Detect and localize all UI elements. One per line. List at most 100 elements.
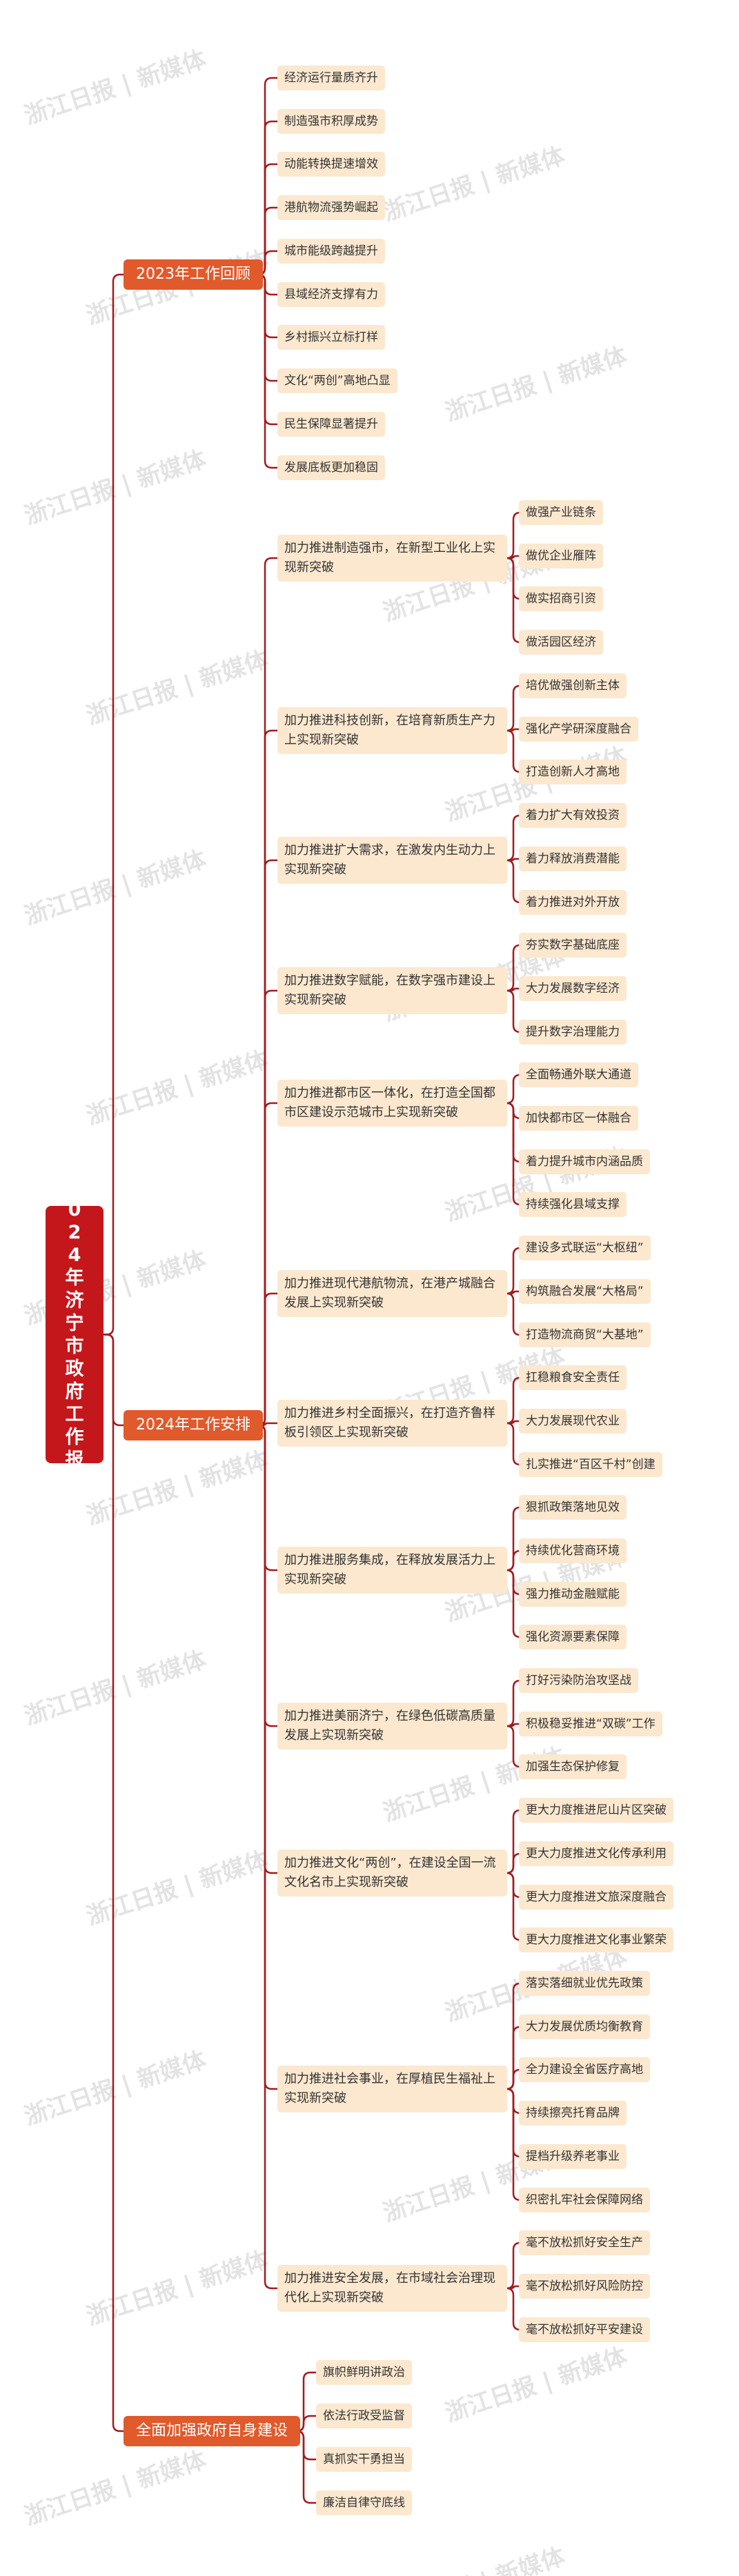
connector xyxy=(507,1290,519,1295)
task-item: 提升数字治理能力 xyxy=(519,1020,627,1044)
connector xyxy=(257,273,277,469)
task-item: 持续擦亮托育品牌 xyxy=(519,2101,627,2126)
task-topic: 加力推进科技创新，在培育新质生产力上实现新突破 xyxy=(277,707,507,754)
connector xyxy=(507,858,519,862)
task-item: 更大力度推进文旅深度融合 xyxy=(519,1885,673,1910)
connector xyxy=(506,1725,521,1768)
task-item: 扎实推进“百区千村”创建 xyxy=(519,1452,662,1477)
branch-2024-plan: 2024年工作安排 xyxy=(124,1410,263,1440)
self-building-item: 廉洁自律守底线 xyxy=(316,2490,412,2515)
task-item: 扛稳粮食安全责任 xyxy=(519,1365,627,1390)
connector xyxy=(507,1420,519,1425)
connector xyxy=(257,1102,277,1427)
self-building-item: 依法行政受监督 xyxy=(316,2404,412,2428)
task-item: 更大力度推进尼山片区突破 xyxy=(519,1798,673,1823)
task-item: 着力推进对外开放 xyxy=(519,890,627,915)
connector xyxy=(257,1424,277,2090)
task-topic: 加力推进制造强市，在新型工业化上实现新突破 xyxy=(277,535,507,582)
task-item: 全面畅通外联大通道 xyxy=(519,1062,638,1087)
branch-label: 2024年工作安排 xyxy=(136,1416,250,1434)
task-topic: 加力推进安全发展，在市域社会治理现代化上实现新突破 xyxy=(277,2265,507,2312)
connector xyxy=(507,2285,519,2290)
task-item: 持续优化营商环境 xyxy=(519,1538,627,1563)
task-topic: 加力推进乡村全面振兴，在打造齐鲁样板引领区上实现新突破 xyxy=(277,1400,507,1447)
task-item: 落实落细就业优先政策 xyxy=(519,1971,650,1996)
task-item: 构筑融合发展“大格局” xyxy=(519,1279,651,1304)
task-item: 做活园区经济 xyxy=(519,630,603,655)
connector xyxy=(507,555,519,559)
connector xyxy=(506,2287,521,2331)
connector xyxy=(506,814,521,862)
review-item: 动能转换提速增效 xyxy=(277,152,385,177)
task-topic: 加力推进扩大需求，在激发内生动力上实现新突破 xyxy=(277,837,507,884)
review-item: 文化“两创”高地凸显 xyxy=(277,368,397,393)
connector xyxy=(506,729,521,773)
task-item: 大力发展现代农业 xyxy=(519,1409,627,1434)
task-item: 更大力度推进文化传承利用 xyxy=(519,1841,673,1866)
connector xyxy=(257,1424,277,1874)
task-topic: 加力推进数字赋能，在数字强市建设上实现新突破 xyxy=(277,967,507,1014)
connector xyxy=(257,273,277,426)
connector xyxy=(506,1376,521,1425)
review-item: 县域经济支撑有力 xyxy=(277,282,385,307)
task-item: 做实招商引资 xyxy=(519,586,603,611)
task-item: 毫不放松抓好风险防控 xyxy=(519,2274,650,2299)
connector xyxy=(506,2241,521,2290)
task-item: 毫不放松抓好平安建设 xyxy=(519,2317,650,2342)
connector xyxy=(506,1872,521,1941)
root-title: 2024年济宁市政府工作报告 xyxy=(65,1176,84,1494)
task-item: 狠抓政策落地见效 xyxy=(519,1495,627,1520)
task-topic: 加力推进都市区一体化，在打造全国都市区建设示范城市上实现新突破 xyxy=(277,1080,507,1127)
connector xyxy=(257,1292,277,1427)
review-item: 发展底板更加稳固 xyxy=(277,455,385,480)
branch-label: 全面加强政府自身建设 xyxy=(136,2422,288,2439)
task-topic: 加力推进文化“两创”，在建设全国一流文化名市上实现新突破 xyxy=(277,1850,507,1896)
task-item: 着力提升城市内涵品质 xyxy=(519,1149,650,1174)
self-building-item: 真抓实干勇担当 xyxy=(316,2447,412,2472)
connector xyxy=(506,1102,521,1206)
branch-label: 2023年工作回顾 xyxy=(136,266,250,283)
task-item: 强力推动金融赋能 xyxy=(519,1582,627,1607)
task-item: 打造物流商贸“大基地” xyxy=(519,1322,651,1347)
task-item: 打好污染防治攻坚战 xyxy=(519,1668,638,1693)
connector xyxy=(506,1247,521,1295)
task-item: 打造创新人才高地 xyxy=(519,760,627,784)
connector xyxy=(506,1422,521,1466)
connector xyxy=(506,1292,521,1336)
connector xyxy=(257,729,277,1427)
task-topic: 加力推进服务集成，在释放发展活力上实现新突破 xyxy=(277,1547,507,1594)
task-item: 持续强化县域支撑 xyxy=(519,1192,627,1217)
connector xyxy=(262,1422,277,1427)
connector xyxy=(506,1549,521,1572)
connector xyxy=(506,1679,521,1727)
review-item: 制造强市积厚成势 xyxy=(277,109,385,134)
task-item: 更大力度推进文化事业繁荣 xyxy=(519,1928,673,1952)
connector xyxy=(104,1334,124,2433)
connector xyxy=(507,1723,519,1727)
connector xyxy=(506,989,521,1033)
task-item: 强化产学研深度融合 xyxy=(519,717,638,742)
connector xyxy=(507,987,519,992)
task-item: 培优做强创新主体 xyxy=(519,673,627,698)
connector xyxy=(506,511,521,559)
connector xyxy=(257,1424,277,1727)
task-item: 毫不放松抓好安全生产 xyxy=(519,2230,650,2255)
task-item: 着力扩大有效投资 xyxy=(519,803,627,828)
connector xyxy=(507,728,519,732)
connector xyxy=(506,684,521,732)
connector xyxy=(257,273,277,382)
review-item: 港航物流强势崛起 xyxy=(277,195,385,220)
connector xyxy=(506,2088,521,2201)
connector xyxy=(257,1424,277,2290)
task-item: 织密扎牢社会保障网络 xyxy=(519,2188,650,2212)
review-item: 城市能级跨越提升 xyxy=(277,239,385,264)
task-topic: 加力推进社会事业，在厚植民生福祉上实现新突破 xyxy=(277,2065,507,2112)
task-item: 大力发展数字经济 xyxy=(519,976,627,1001)
connector xyxy=(506,859,521,904)
connector xyxy=(506,944,521,992)
task-item: 积极稳妥推进“双碳”工作 xyxy=(519,1712,662,1736)
task-item: 夯实数字基础底座 xyxy=(519,933,627,958)
connector xyxy=(257,859,277,1427)
connector xyxy=(257,1424,277,1572)
connector xyxy=(506,2068,521,2090)
